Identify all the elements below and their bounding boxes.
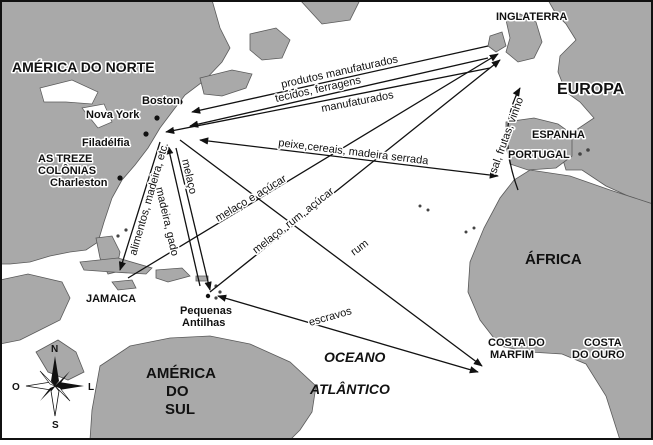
label-costa-marfim-1: COSTA DO (488, 337, 545, 349)
island-dot (578, 152, 582, 156)
label-costa-ouro-2: DO OURO (572, 349, 625, 361)
arrow-tecidos-ferragens (189, 57, 489, 128)
arrow-peixe-cereais (199, 137, 499, 179)
label-filadelfia: Filadélfia (82, 137, 131, 149)
island-dot (132, 244, 136, 248)
mexico (0, 273, 71, 345)
label-espanha: ESPANHA (532, 129, 585, 141)
arrow-sal-frutas-vinho (506, 87, 521, 191)
label-boston: Boston (142, 95, 180, 107)
arrow-melaco (166, 145, 201, 287)
compass-rose: N S O L (12, 344, 94, 431)
nova-york-dot (154, 115, 160, 121)
label-portugal: PORTUGAL (508, 149, 570, 161)
africa-landmass (467, 169, 653, 441)
north-america-landmass (0, 0, 231, 265)
newfoundland (249, 27, 291, 61)
label-south-america-3: SUL (165, 401, 195, 418)
arrow-madeira-gado (175, 147, 212, 291)
island-dot (116, 234, 120, 238)
great-lake (39, 79, 99, 105)
arrow-produtos-manufaturados (191, 45, 489, 114)
label-ocean-2: ATLÂNTICO (309, 380, 390, 397)
arrow-melaco-rum-acucar (209, 59, 501, 293)
island-dot (218, 290, 222, 294)
label-europe: EUROPA (557, 81, 625, 98)
arrow-manufaturados (165, 67, 491, 134)
label-jamaica: JAMAICA (86, 293, 136, 305)
compass-east: L (88, 382, 94, 393)
compass-west: O (12, 382, 20, 393)
pequenas-antilhas-dot (205, 293, 211, 299)
filadelfia-dot (143, 131, 149, 137)
iberian-peninsula (505, 117, 573, 171)
label-south-america-1: AMÉRICA (146, 365, 216, 382)
compass-north: N (51, 344, 58, 355)
label-africa: ÁFRICA (525, 251, 582, 268)
label-ocean-1: OCEANO (324, 349, 386, 365)
island-dot (426, 208, 430, 212)
arrow-alimentos (118, 141, 161, 271)
ireland (487, 31, 507, 53)
island-dot (124, 228, 128, 232)
island-dot (214, 296, 218, 300)
label-north-america: AMÉRICA DO NORTE (12, 59, 155, 75)
central-america (35, 339, 85, 381)
cuba (79, 257, 153, 275)
great-lake (81, 103, 113, 129)
label-costa-ouro-1: COSTA (584, 337, 622, 349)
island-dot (472, 226, 476, 230)
greenland-edge (299, 0, 361, 25)
great-britain (505, 13, 543, 63)
label-inglaterra: INGLATERRA (496, 11, 567, 23)
trade-routes (118, 45, 521, 374)
compass-south: S (52, 420, 59, 431)
boston-dot (177, 99, 183, 105)
label-treze-colonias-2: COLÔNIAS (38, 164, 96, 177)
label-south-america-2: DO (166, 383, 189, 400)
label-treze-colonias-1: AS TREZE (38, 153, 92, 165)
arrow-escravos (217, 294, 479, 374)
island-dot (418, 204, 422, 208)
jamaica-island (111, 279, 137, 291)
label-nova-york: Nova York (86, 109, 140, 121)
charleston-dot (117, 175, 123, 181)
island-dot (464, 230, 468, 234)
hispaniola (155, 267, 191, 283)
label-pequenas-antilhas-2: Antilhas (182, 317, 225, 329)
label-costa-marfim-2: MARFIM (490, 349, 534, 361)
island-dot (586, 148, 590, 152)
label-pequenas-antilhas-1: Pequenas (180, 305, 232, 317)
nova-scotia (199, 69, 253, 97)
arrow-melaco-acucar (127, 53, 499, 279)
label-charleston: Charleston (50, 177, 108, 189)
